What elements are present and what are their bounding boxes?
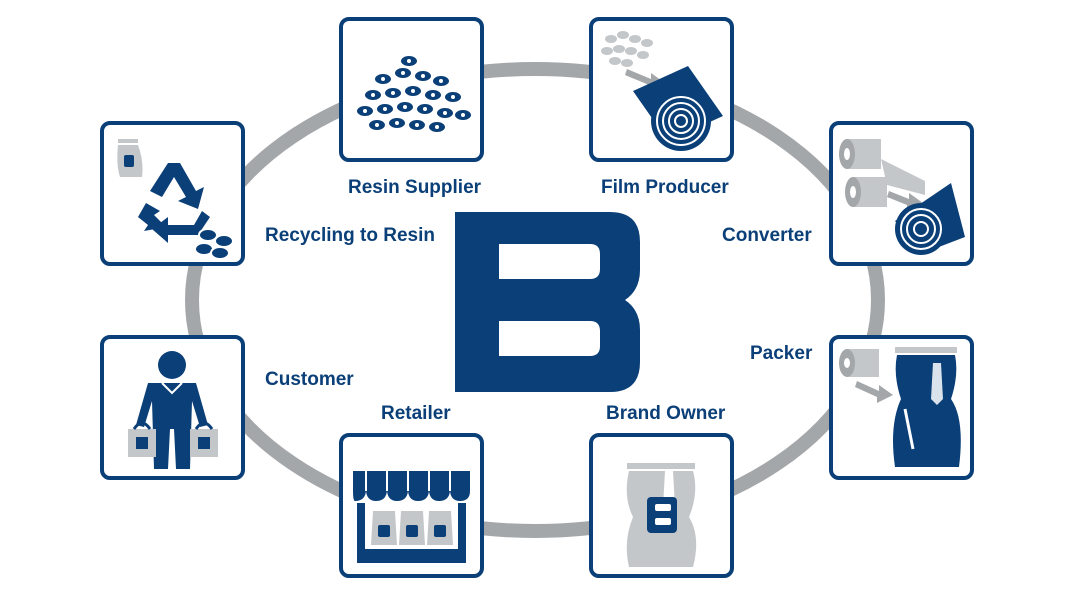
customer-card [100, 335, 245, 480]
label-brand-owner: Brand Owner [606, 403, 726, 424]
resin-pellets-icon [355, 54, 473, 134]
recycling-card [100, 121, 245, 266]
converter-rolls-icon [839, 139, 965, 255]
label-customer: Customer [265, 369, 354, 390]
label-recycling-to-resin: Recycling to Resin [265, 225, 435, 246]
film-producer-card [589, 17, 734, 162]
label-film-producer: Film Producer [601, 177, 729, 198]
label-retailer: Retailer [381, 403, 451, 424]
label-packer: Packer [750, 343, 813, 364]
label-resin-supplier: Resin Supplier [348, 177, 482, 198]
shopper-icon [128, 351, 218, 469]
brand-owner-card [589, 433, 734, 578]
b-logo-icon [455, 212, 640, 392]
film-roll-icon [601, 31, 723, 151]
pouch-packing-icon [839, 347, 961, 467]
recycle-icon [117, 139, 234, 260]
store-front-icon [353, 471, 470, 563]
retailer-card [339, 433, 484, 578]
label-converter: Converter [722, 225, 812, 246]
packer-card [829, 335, 974, 480]
converter-card [829, 121, 974, 266]
branded-pouch-icon [626, 463, 697, 567]
resin-supplier-card [339, 17, 484, 162]
b-logo-mini-icon [647, 497, 677, 533]
